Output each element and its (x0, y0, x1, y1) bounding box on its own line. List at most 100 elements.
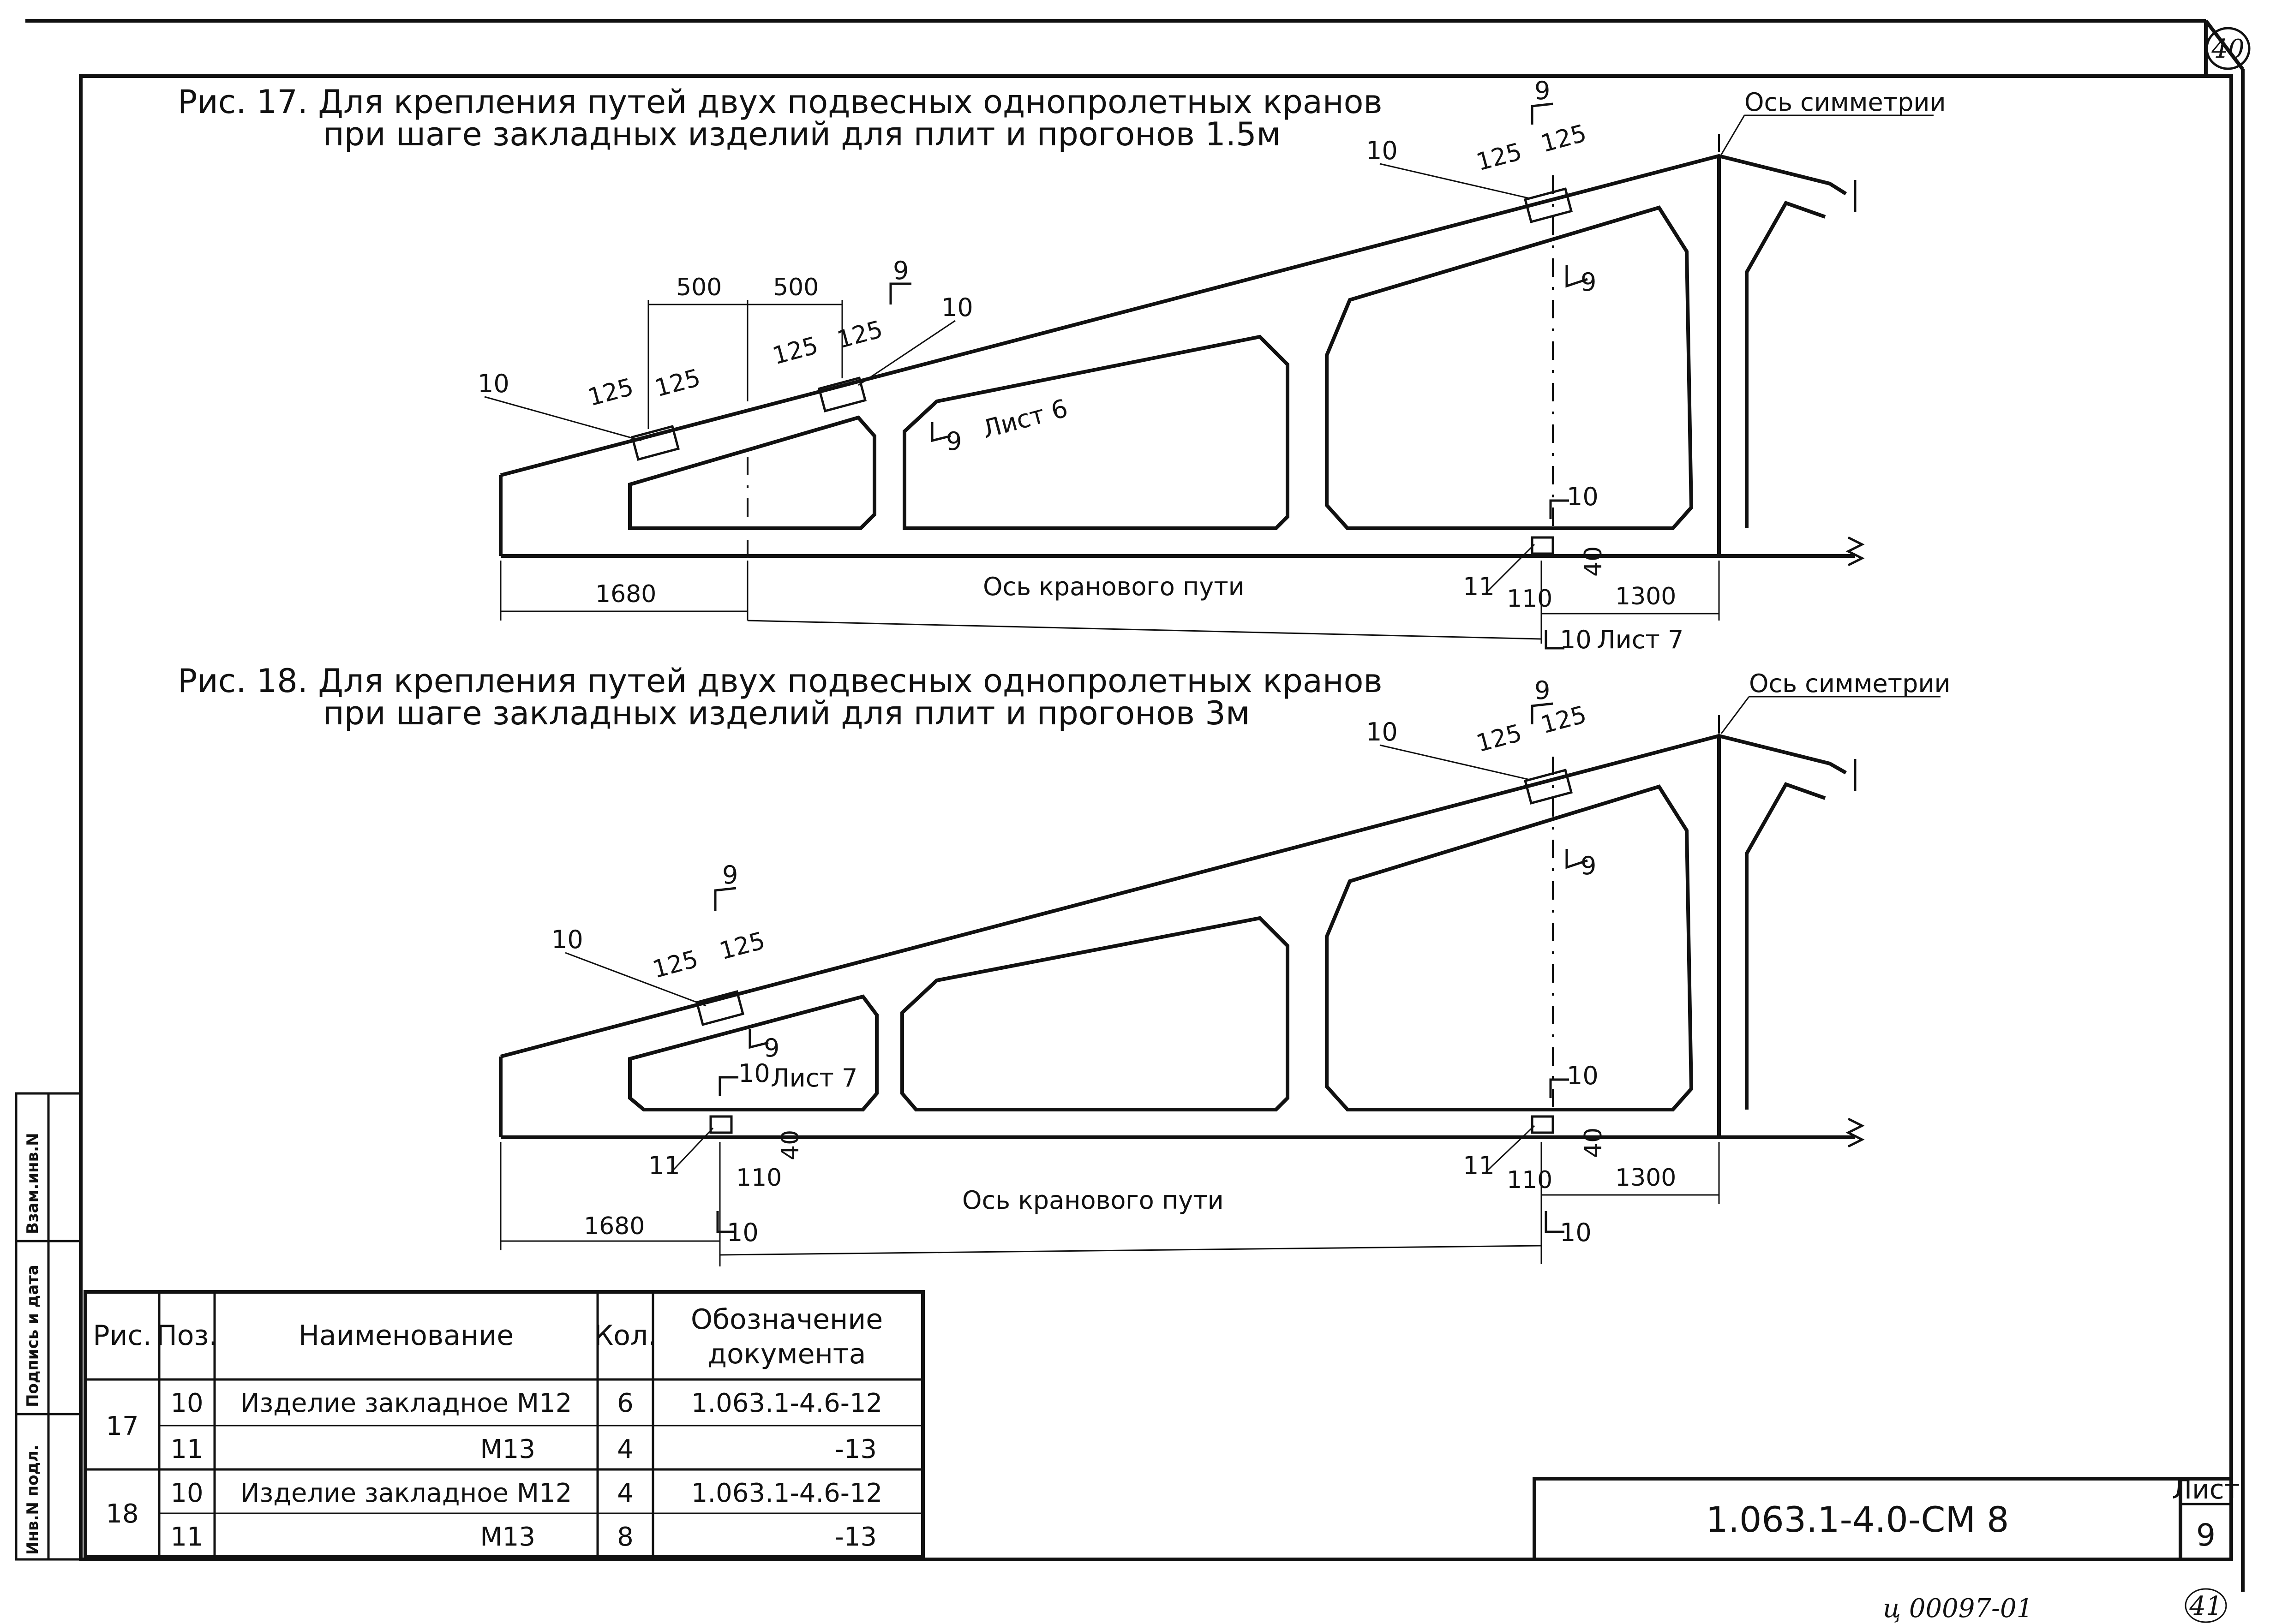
table-row: 18 10 Изделие закладное М12 4 1.063.1-4.… (106, 1478, 882, 1529)
th-qty: Кол. (594, 1320, 657, 1352)
spec-table: Рис. Поз. Наименование Кол. Обозначение … (84, 1290, 925, 1559)
svg-text:110: 110 (1507, 585, 1552, 613)
svg-text:40: 40 (2211, 34, 2244, 64)
table-row: 11 М13 8 -13 (170, 1522, 877, 1552)
th-pos: Поз. (156, 1320, 218, 1352)
svg-text:500: 500 (773, 274, 819, 301)
fig18-embedded-plate-11b (1531, 1115, 1554, 1134)
svg-text:9: 9 (1581, 268, 1596, 297)
svg-text:41: 41 (2189, 1591, 2222, 1621)
fig18-opening-1 (628, 994, 879, 1111)
svg-text:10: 10 (1567, 482, 1599, 511)
fig17-embedded-plate-3 (1524, 187, 1573, 223)
svg-text:9: 9 (764, 1033, 779, 1063)
svg-text:Лист 6: Лист 6 (979, 394, 1071, 444)
svg-text:125: 125 (1538, 701, 1589, 740)
fig18-opening-3 (1325, 784, 1694, 1111)
fig17-symmetry-label: Ось симметрии (1744, 88, 1946, 117)
fig17-opening-1 (628, 415, 876, 530)
svg-text:40: 40 (1580, 1128, 1607, 1158)
svg-text:1.063.1-4.6-12: 1.063.1-4.6-12 (691, 1478, 882, 1508)
page-number-top: 40 (2205, 27, 2251, 70)
svg-text:110: 110 (736, 1164, 782, 1192)
svg-text:1680: 1680 (584, 1212, 645, 1240)
svg-text:Изделие закладное М12: Изделие закладное М12 (240, 1478, 572, 1508)
svg-text:10: 10 (1560, 1218, 1592, 1247)
fig17-embedded-plate-1 (631, 425, 680, 461)
sheet-number: 9 (2196, 1517, 2216, 1553)
svg-text:10: 10 (478, 369, 509, 398)
svg-text:11: 11 (170, 1434, 203, 1464)
fig18-title-line2: при шаге закладных изделий для плит и пр… (323, 694, 1250, 732)
svg-text:40: 40 (777, 1130, 804, 1160)
fig18-crane-axis-label: Ось кранового пути (962, 1186, 1224, 1215)
svg-text:10: 10 (1366, 136, 1398, 165)
fig17-crane-axis-label: Ось кранового пути (983, 572, 1245, 601)
svg-text:1300: 1300 (1615, 1164, 1676, 1192)
svg-text:1300: 1300 (1615, 583, 1676, 610)
svg-text:40: 40 (1580, 546, 1607, 577)
svg-text:500: 500 (676, 274, 722, 301)
svg-text:8: 8 (617, 1522, 634, 1552)
svg-text:Изделие закладное М12: Изделие закладное М12 (240, 1388, 572, 1418)
svg-text:Лист 7: Лист 7 (1597, 625, 1683, 654)
fig18-title-line1: Рис. 18. Для крепления путей двух подвес… (178, 662, 1383, 700)
document-designation: 1.063.1-4.0-СМ 8 (1706, 1499, 2009, 1540)
svg-text:-13: -13 (835, 1522, 877, 1552)
fig18-truss-top-chord (500, 734, 1847, 1058)
svg-text:4: 4 (617, 1434, 634, 1464)
svg-text:125: 125 (1538, 119, 1589, 158)
fig18-embedded-plate-11a (709, 1115, 733, 1134)
svg-text:11: 11 (170, 1522, 203, 1552)
svg-text:18: 18 (106, 1499, 138, 1529)
archive-code: ц 00097-01 (1883, 1594, 2033, 1624)
sheet-frame (25, 19, 2245, 1592)
fig17-opening-3 (1325, 205, 1694, 530)
svg-text:110: 110 (1507, 1166, 1552, 1194)
svg-text:10: 10 (738, 1059, 770, 1088)
svg-text:10: 10 (1366, 717, 1398, 746)
svg-text:125: 125 (1473, 719, 1525, 758)
fig18-embedded-plate-2 (1524, 769, 1573, 805)
figure-17: Рис. 17. Для крепления путей двух подвес… (178, 76, 1946, 654)
th-fig: Рис. (93, 1320, 151, 1352)
table-row: 11 М13 4 -13 (170, 1434, 877, 1464)
svg-text:1.063.1-4.6-12: 1.063.1-4.6-12 (691, 1388, 882, 1418)
svg-text:11: 11 (1463, 572, 1495, 601)
svg-text:10: 10 (941, 293, 973, 322)
fig18-opening-2 (900, 916, 1289, 1111)
th-doc-2: документа (707, 1338, 866, 1370)
figure-18: Рис. 18. Для крепления путей двух подвес… (178, 662, 1951, 1266)
svg-text:17: 17 (106, 1411, 138, 1441)
svg-text:125: 125 (1473, 138, 1525, 177)
sheet-label: Лист (2172, 1474, 2240, 1505)
fig18-symmetry-label: Ось симметрии (1749, 669, 1951, 698)
table-row: 17 10 Изделие закладное М12 6 1.063.1-4.… (106, 1388, 882, 1441)
svg-text:4: 4 (617, 1478, 634, 1508)
title-block: 1.063.1-4.0-СМ 8 Лист 9 (1533, 1474, 2240, 1561)
fig17-title-line1: Рис. 17. Для крепления путей двух подвес… (178, 83, 1383, 121)
side-stamp: Инв.N подл. Подпись и дата Взам.инв.N (15, 1092, 82, 1561)
svg-text:9: 9 (1581, 851, 1596, 880)
svg-text:125: 125 (650, 945, 701, 984)
svg-text:Лист 7: Лист 7 (771, 1063, 857, 1093)
svg-text:М13: М13 (480, 1522, 535, 1552)
th-doc-1: Обозначение (691, 1303, 883, 1336)
page-number-bottom: 41 (2185, 1588, 2227, 1623)
svg-text:125: 125 (652, 364, 703, 403)
fig17-truss-top-chord (500, 154, 1847, 477)
svg-text:10: 10 (551, 925, 583, 954)
svg-text:125: 125 (585, 373, 636, 412)
svg-text:6: 6 (617, 1388, 634, 1418)
svg-text:9: 9 (722, 860, 738, 890)
fig17-opening-2 (903, 334, 1289, 530)
fig17-title-line2: при шаге закладных изделий для плит и пр… (323, 115, 1281, 153)
svg-text:125: 125 (770, 332, 821, 370)
svg-text:-13: -13 (835, 1434, 877, 1464)
svg-text:10: 10 (170, 1478, 203, 1508)
svg-text:М13: М13 (480, 1434, 535, 1464)
svg-text:125: 125 (717, 927, 768, 966)
svg-text:9: 9 (946, 427, 962, 456)
svg-text:Взам.инв.N: Взам.инв.N (24, 1133, 42, 1234)
fig17-embedded-plate-2 (818, 376, 867, 412)
